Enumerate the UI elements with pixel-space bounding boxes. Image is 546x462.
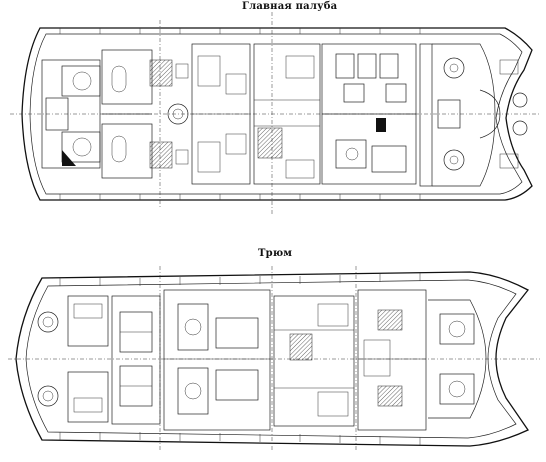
bow-cabin-block [41,59,101,169]
main-deck-stair-lower [149,141,173,169]
hold-engine-room-main [163,289,271,431]
main-deck-stern-notch [432,43,496,187]
mess-black-marker [376,118,386,132]
hold-stern-upper [439,313,475,345]
hold-hull-outline [15,271,529,447]
hold-stern-lower [439,373,475,405]
bow-black-marker [62,150,76,166]
aft-winch-lower [443,149,465,171]
aft-winch-upper [443,57,465,79]
main-deck-title: Главная палуба [242,1,338,12]
main-deck-plan [10,12,540,214]
main-deck-stair-upper [149,59,173,87]
hold-engine-room-fwd [111,295,161,425]
hold-plan [8,266,540,452]
hold-aft-cabins [357,289,427,431]
hold-bow-tank-lower [37,385,59,407]
hold-bow-tank-upper [37,311,59,333]
hold-stair [289,333,313,361]
hold-title: Трюм [258,248,293,259]
